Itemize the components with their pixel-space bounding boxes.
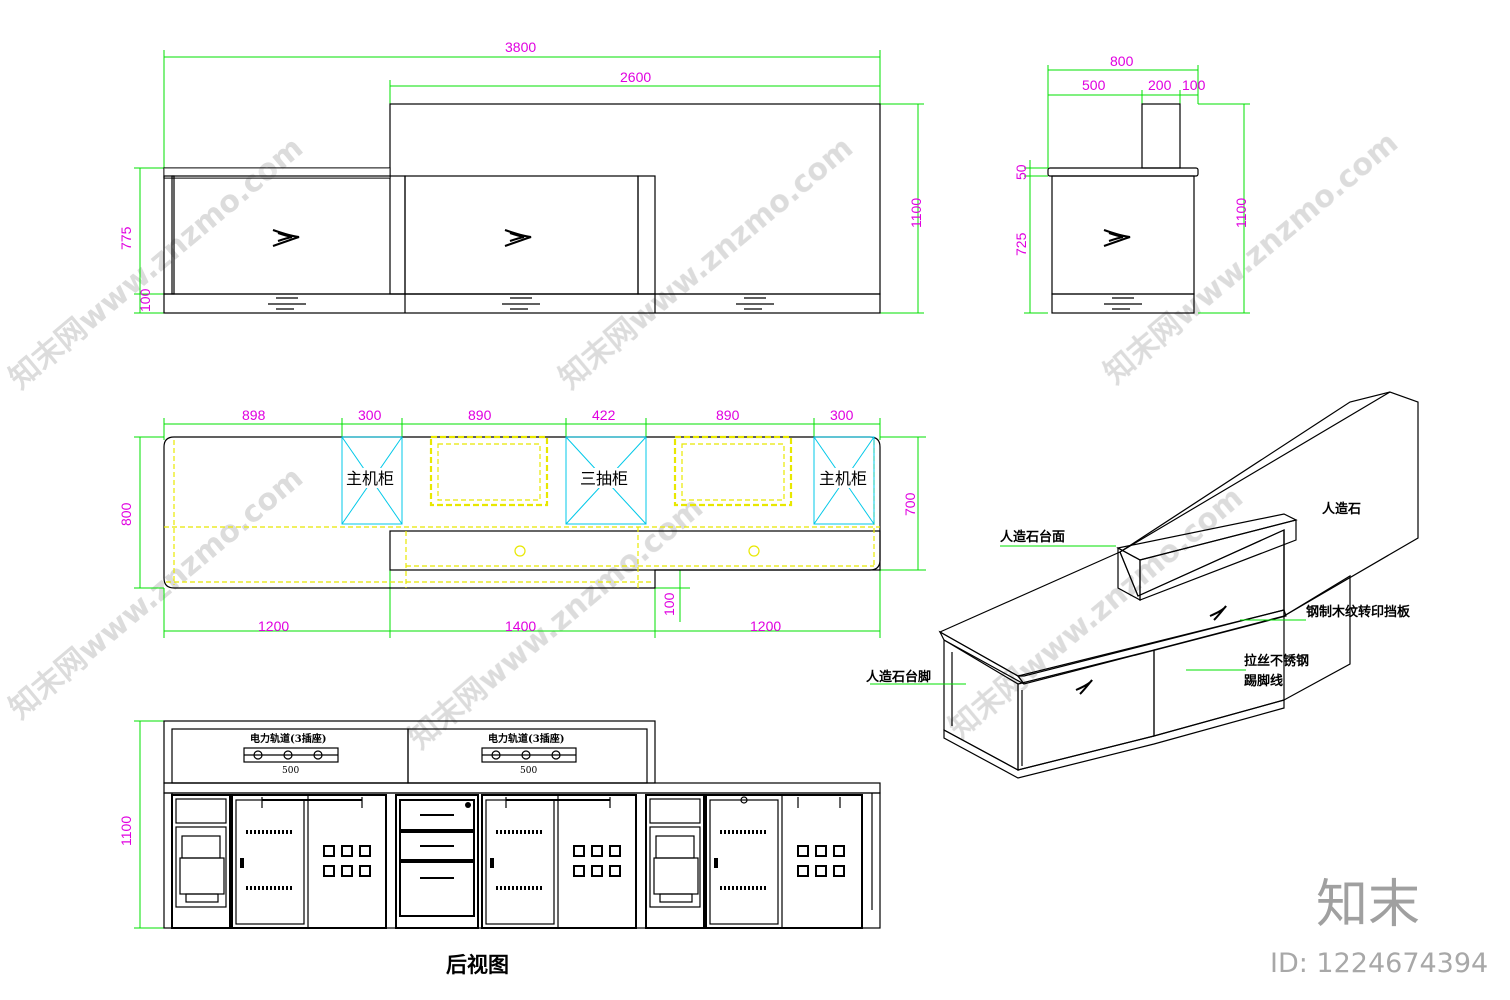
dim-plan-top-3: 890	[468, 407, 492, 423]
side-upper-panel	[1141, 103, 1181, 169]
logo-icon	[504, 229, 532, 247]
plinth-mark-icon	[1104, 297, 1142, 310]
dim-right-height: 1100	[908, 198, 924, 228]
cabinet-label: 三抽柜	[580, 469, 628, 488]
side-counter-top	[1047, 167, 1199, 177]
dim-top-width: 2600	[620, 69, 651, 85]
drawer-cabinet	[395, 794, 479, 929]
host-cabinet	[171, 794, 231, 929]
dim-side-a: 500	[1082, 77, 1106, 93]
callout-label: 踢脚线	[1244, 673, 1283, 689]
cabinet-label: 主机柜	[346, 469, 394, 488]
side-plinth	[1051, 293, 1195, 314]
watermark: 知末网www.znzmo.com	[553, 130, 860, 396]
socket-icon	[521, 750, 531, 760]
dim-base-height: 100	[137, 288, 153, 312]
plan-front-panel	[389, 530, 881, 571]
plinth-mark-icon	[268, 297, 774, 310]
watermark: 知末网www.znzmo.com	[403, 490, 710, 756]
rear-body	[163, 792, 881, 929]
isometric-view: 人造石 人造石台面 钢制木纹转印挡板 拉丝不锈钢 踢脚线 人造石台脚	[866, 391, 1419, 779]
rear-view: 1100 电力轨道(3插座) 500 电力轨道(3插座) 500	[118, 720, 881, 977]
dim-plan-bottom-3: 1200	[750, 618, 781, 634]
dim-side-mid: 725	[1013, 232, 1029, 256]
callout-label: 人造石台脚	[866, 669, 931, 685]
plan-view: 898 300 890 422 890 300 1200 1400 1200 8…	[118, 407, 926, 638]
dim-plan-step: 100	[661, 592, 677, 616]
logo-icon	[1075, 679, 1093, 695]
logo-icon	[1103, 229, 1131, 247]
socket-icon	[491, 750, 501, 760]
door-cabinet	[481, 794, 637, 929]
callout-label: 人造石台面	[1000, 529, 1065, 545]
socket-icon	[313, 750, 323, 760]
dim-rear-height: 1100	[118, 816, 134, 846]
watermark: 知末网www.znzmo.com	[1098, 125, 1405, 391]
dim-side-top: 50	[1013, 164, 1029, 180]
dim-side-c: 100	[1182, 77, 1206, 93]
dim-plan-top-1: 898	[242, 407, 266, 423]
dim-plan-bottom-2: 1400	[505, 618, 536, 634]
rail-label: 电力轨道(3插座)	[250, 732, 326, 745]
rear-counter	[163, 782, 881, 794]
dim-plan-top-4: 422	[592, 407, 616, 423]
watermark: 知末网www.znzmo.com	[943, 480, 1250, 746]
cabinet-label: 主机柜	[819, 469, 867, 488]
rail-dim: 500	[282, 766, 299, 776]
callout-label: 人造石	[1322, 501, 1361, 517]
dim-side-b: 200	[1148, 77, 1172, 93]
socket-icon	[551, 750, 561, 760]
dim-plan-top-5: 890	[716, 407, 740, 423]
callout-label: 钢制木纹转印挡板	[1306, 604, 1411, 620]
host-cabinet	[645, 794, 705, 929]
side-elevation: 800 500 200 100 50 725 1100	[1013, 53, 1250, 314]
logo-icon	[272, 229, 300, 247]
dim-plan-depth: 800	[118, 502, 134, 526]
logo-icon	[1209, 605, 1227, 621]
plan-drawer-outline	[673, 435, 793, 507]
dim-side-depth: 800	[1110, 53, 1134, 69]
watermark-layer: 知末网www.znzmo.com 知末网www.znzmo.com 知末网www…	[3, 125, 1405, 756]
dim-side-right: 1100	[1233, 198, 1249, 228]
socket-icon	[253, 750, 263, 760]
dim-overall-width: 3800	[505, 39, 536, 55]
image-id: ID: 1224674394	[1270, 948, 1488, 979]
dim-plan-top-2: 300	[358, 407, 382, 423]
brand-logo: 知末	[1316, 875, 1420, 935]
dim-plan-bottom-1: 1200	[258, 618, 289, 634]
front-elevation: 3800 2600 775 100 1100	[118, 39, 924, 314]
rail-label: 电力轨道(3插座)	[488, 732, 564, 745]
door-cabinet	[231, 794, 387, 929]
stone-counter-top	[163, 167, 391, 179]
dim-left-height: 775	[118, 226, 134, 250]
rear-view-title: 后视图	[446, 952, 509, 977]
watermark: 知末网www.znzmo.com	[3, 460, 310, 726]
rail-dim: 500	[520, 766, 537, 776]
socket-icon	[283, 750, 293, 760]
door-cabinet	[705, 794, 863, 929]
plinth	[163, 293, 881, 314]
plan-drawer-outline	[429, 435, 549, 507]
dim-plan-top-6: 300	[830, 407, 854, 423]
callout-label: 拉丝不锈钢	[1244, 653, 1309, 669]
dim-plan-right: 700	[902, 492, 918, 516]
lock-icon	[465, 802, 471, 808]
